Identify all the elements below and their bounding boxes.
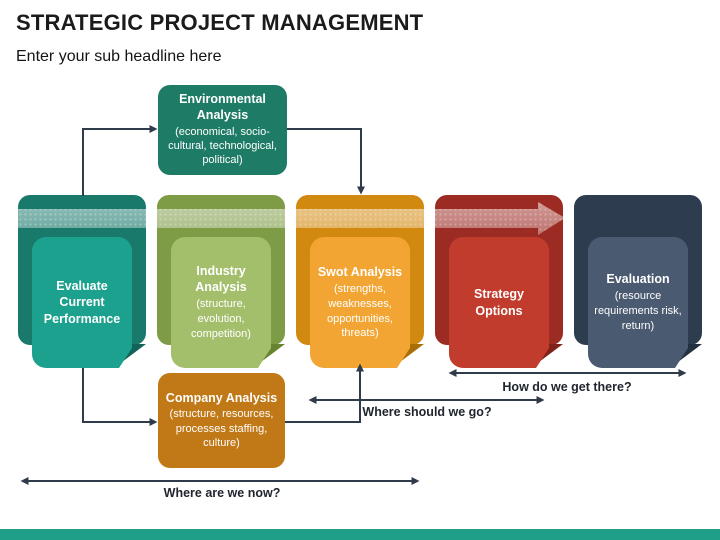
environmental-analysis-box: Environmental Analysis (economical, soci… [158, 85, 287, 175]
company-analysis-subtitle: (structure, resources, processes staffin… [169, 408, 274, 449]
card-title: Evaluate Current Performance [43, 279, 121, 326]
card-title: Industry Analysis [195, 263, 247, 295]
card-title: Evaluation [606, 272, 670, 287]
environmental-analysis-subtitle: (economical, socio-cultural, technologic… [168, 125, 277, 167]
card-evaluation: Evaluation (resource requirements risk, … [574, 195, 702, 375]
card-front-panel: Swot Analysis (strengths, weaknesses, op… [310, 237, 410, 368]
card-front-panel: Evaluation (resource requirements risk, … [588, 237, 688, 368]
company-analysis-box: Company Analysis (structure, resources, … [158, 373, 285, 468]
footer-accent-bar [0, 529, 720, 540]
card-title: Strategy Options [473, 287, 525, 318]
environmental-analysis-title: Environmental Analysis [179, 92, 266, 123]
card-subtitle: (strengths, weaknesses, opportunities, t… [326, 282, 394, 340]
label-where-should-we-go: Where should we go? [362, 405, 492, 419]
label-how-do-we-get-there: How do we get there? [502, 380, 632, 394]
card-front-panel: Strategy Options [449, 237, 549, 368]
card-subtitle: (resource requirements risk, return) [594, 290, 682, 333]
company-analysis-title: Company Analysis [165, 390, 278, 405]
card-subtitle: (structure, evolution, competition) [191, 298, 251, 341]
card-front-panel: Evaluate Current Performance [32, 237, 132, 368]
label-where-are-we-now: Where are we now? [163, 486, 281, 500]
page-subtitle: Enter your sub headline here [16, 48, 222, 65]
page-title: STRATEGIC PROJECT MANAGEMENT [16, 10, 424, 35]
card-evaluate-current-performance: Evaluate Current Performance [18, 195, 146, 375]
card-front-panel: Industry Analysis (structure, evolution,… [171, 237, 271, 368]
card-title: Swot Analysis [317, 264, 403, 279]
